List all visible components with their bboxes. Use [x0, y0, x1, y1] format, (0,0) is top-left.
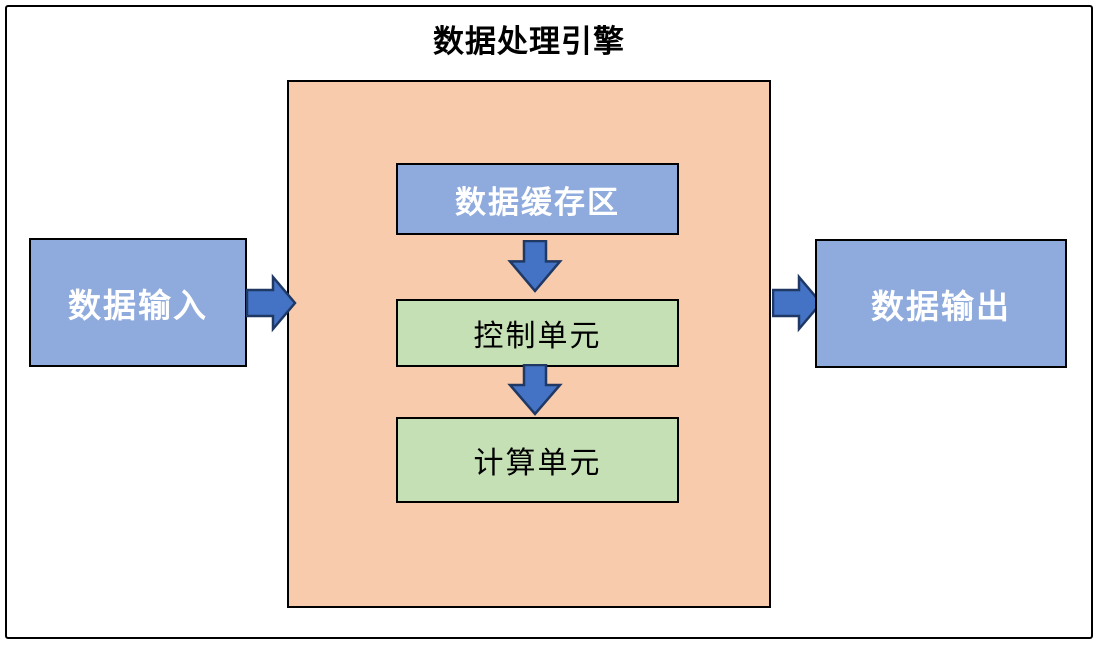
arrow-right-icon [772, 273, 823, 333]
node-compute-unit-label: 计算单元 [473, 447, 602, 480]
node-data-output-label: 数据输出 [871, 287, 1011, 325]
arrow-right-icon [246, 273, 297, 333]
node-data-buffer: 数据缓存区 [396, 163, 679, 235]
diagram-title: 数据处理引擎 [433, 24, 625, 59]
arrow-down-icon [507, 364, 563, 416]
node-control-unit: 控制单元 [396, 299, 679, 367]
node-data-input: 数据输入 [29, 238, 247, 367]
node-compute-unit: 计算单元 [396, 417, 679, 503]
node-data-buffer-label: 数据缓存区 [455, 184, 620, 220]
node-control-unit-label: 控制单元 [473, 320, 602, 353]
node-data-output: 数据输出 [815, 239, 1067, 368]
node-data-input-label: 数据输入 [68, 286, 208, 324]
diagram-outer-frame [5, 5, 1093, 639]
arrow-down-icon [507, 240, 563, 293]
